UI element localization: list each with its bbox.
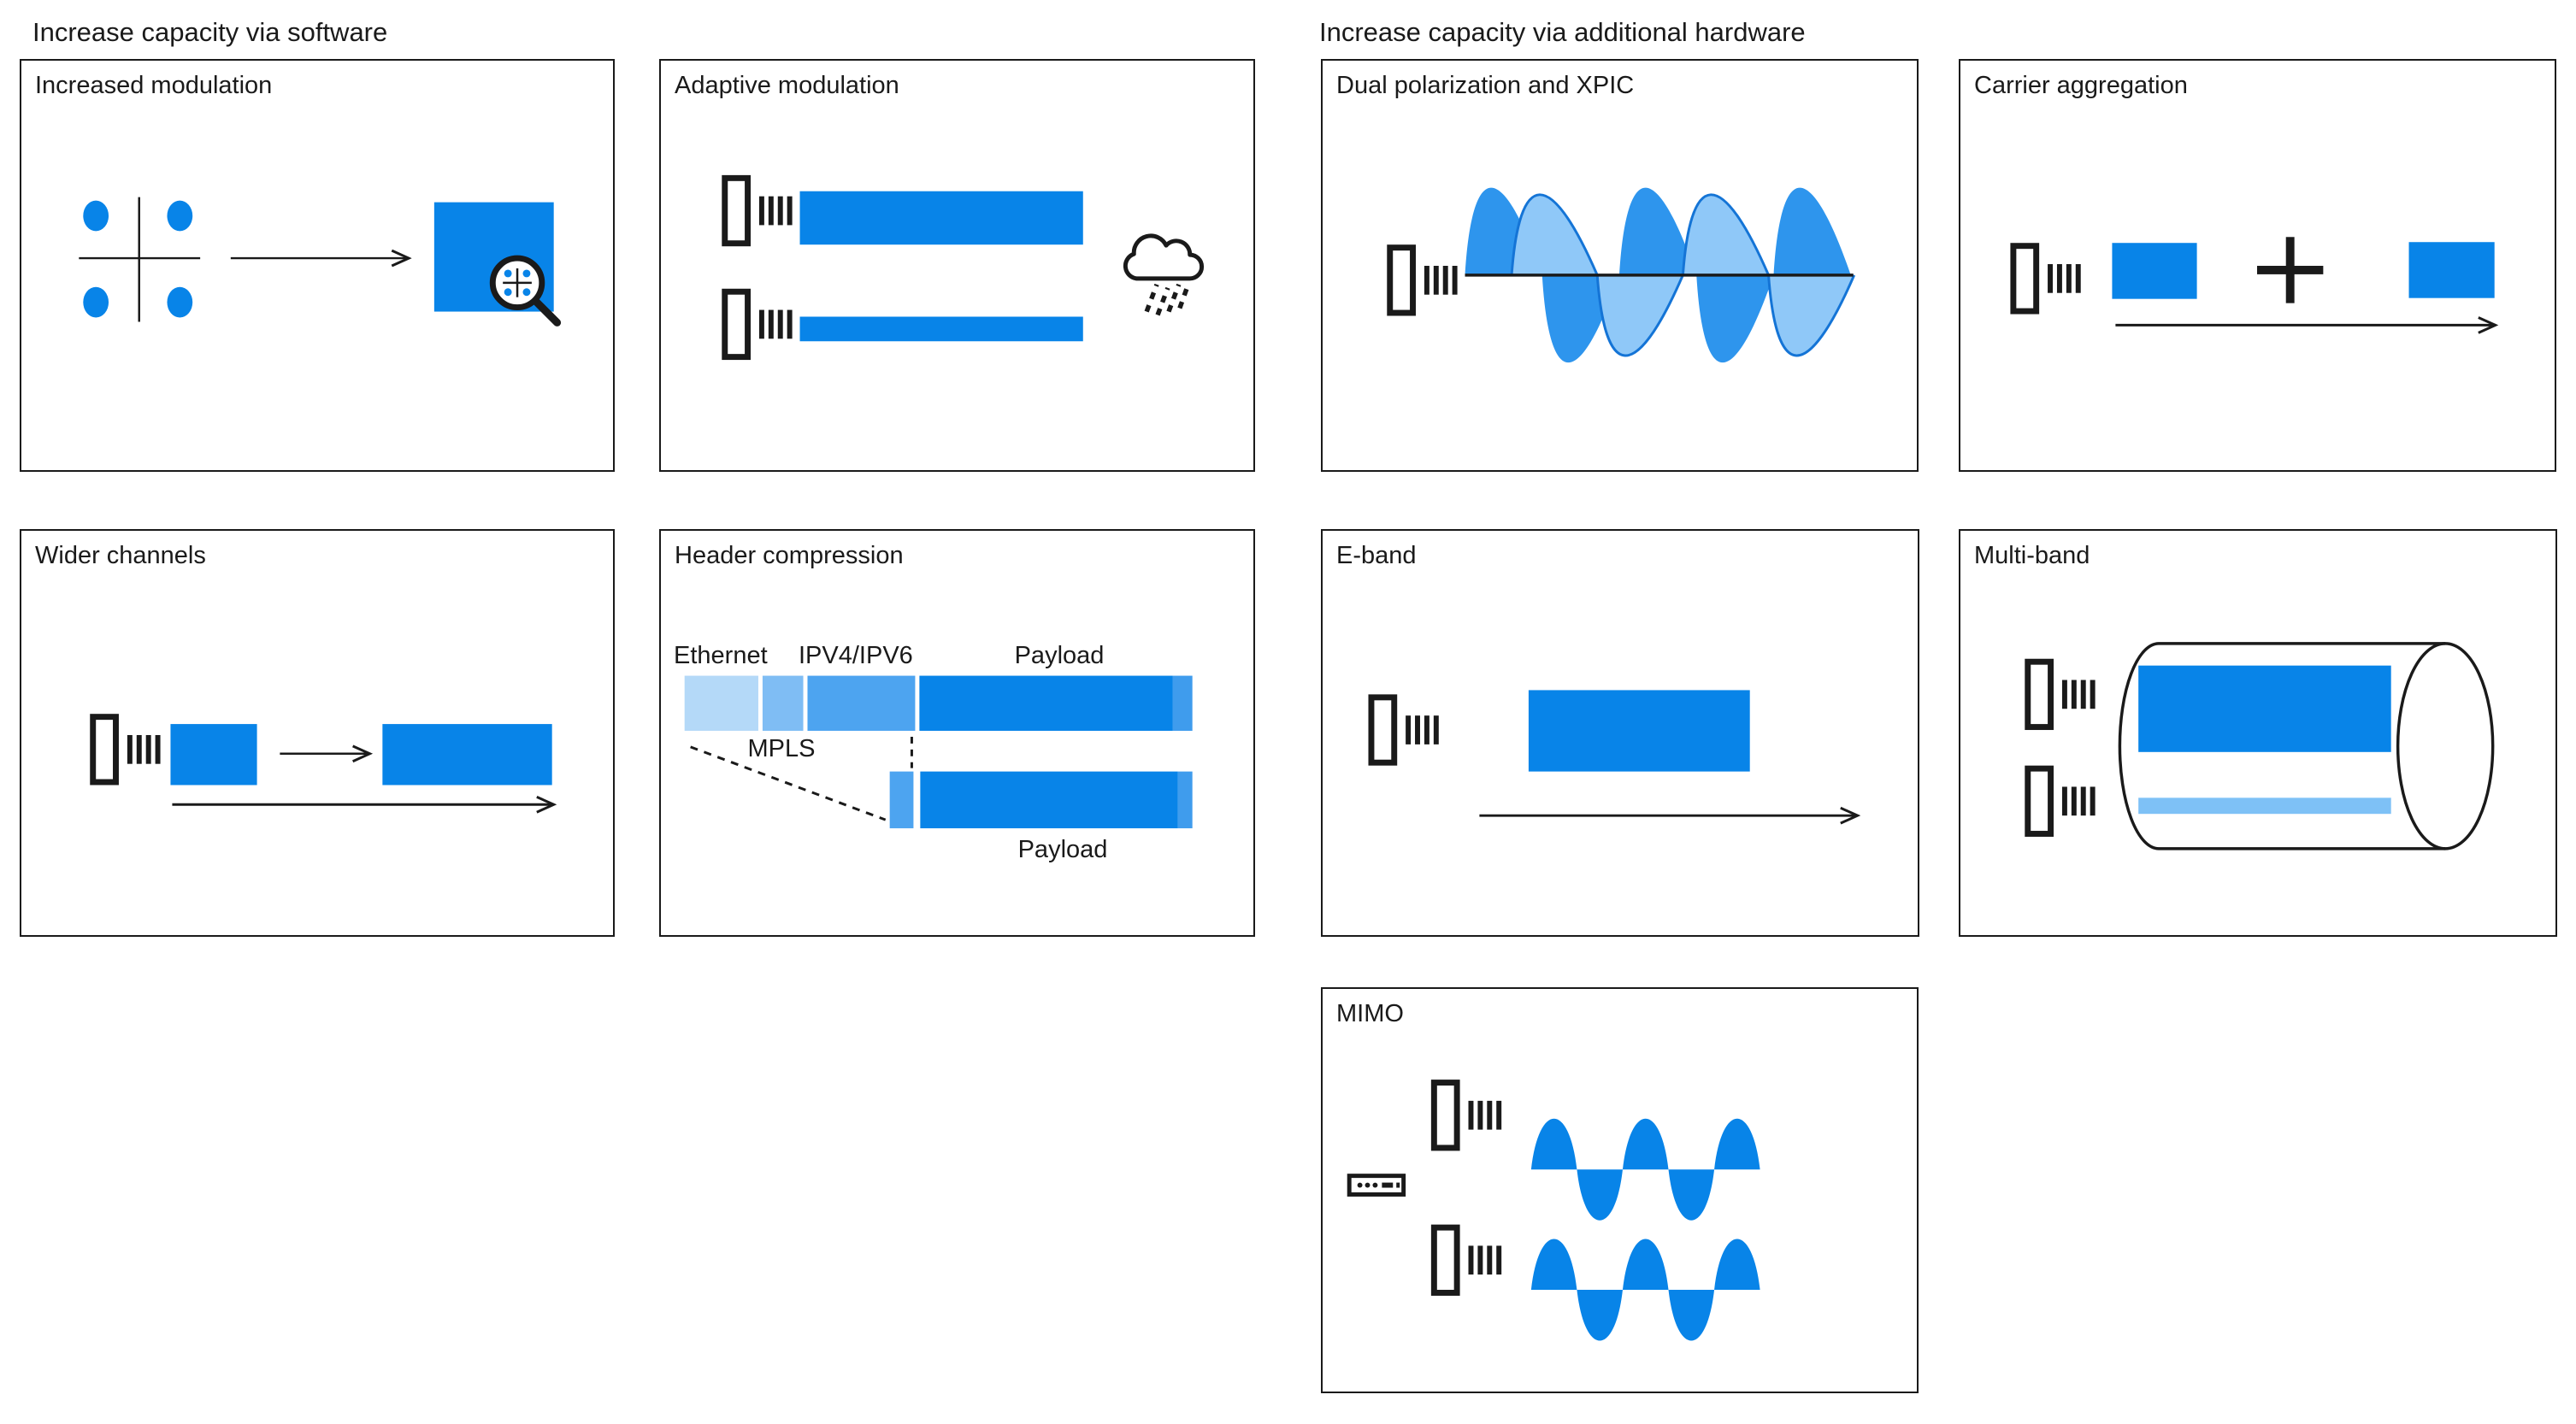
- antenna-icon: [2013, 246, 2081, 311]
- mimo-graphic: [1347, 989, 1760, 1341]
- rain-cloud-icon: [1123, 233, 1205, 316]
- antenna-icon: [1390, 248, 1458, 313]
- panel-title: Carrier aggregation: [1974, 72, 2188, 99]
- wide-spectrum-block: [1528, 690, 1750, 772]
- antenna-icon: [1434, 1083, 1501, 1148]
- header-compression-graphic: [684, 675, 1193, 829]
- panel-title: Adaptive modulation: [675, 72, 899, 99]
- reduced-capacity-bar: [799, 316, 1083, 342]
- frame-end-segment: [1172, 675, 1193, 732]
- ethernet-header-segment: [684, 675, 758, 732]
- narrow-channel-block: [170, 724, 257, 786]
- magnifier-icon: [489, 255, 562, 327]
- wide-channel-block: [382, 724, 552, 786]
- router-icon: [1347, 1174, 1406, 1197]
- antenna-icon: [725, 291, 793, 356]
- mimo-stream-wave-1: [1530, 1118, 1760, 1221]
- panel-carrier-aggregation: Carrier aggregation: [1959, 59, 2556, 472]
- mpls-label: MPLS: [747, 735, 816, 762]
- payload-segment: [919, 675, 1173, 732]
- narrow-band-block: [2138, 797, 2391, 815]
- carrier-aggregation-graphic: [1960, 237, 2499, 334]
- panel-e-band: E-band: [1321, 529, 1919, 937]
- group-title-software: Increase capacity via software: [32, 17, 388, 47]
- payload-bottom-label: Payload: [1017, 836, 1108, 863]
- panel-increased-modulation: Increased modulation: [20, 59, 615, 472]
- group-title-hardware: Increase capacity via additional hardwar…: [1319, 17, 1806, 47]
- frame-end-segment: [1177, 771, 1193, 829]
- wide-band-block: [2138, 665, 2391, 752]
- adaptive-modulation-graphic: [661, 61, 1205, 470]
- antenna-icon: [1371, 697, 1439, 762]
- panel-title: Header compression: [675, 542, 904, 569]
- carrier-block-2: [2408, 242, 2495, 298]
- panel-adaptive-modulation: Adaptive modulation: [659, 59, 1255, 472]
- mimo-stream-wave-2: [1530, 1239, 1760, 1341]
- payload-top-label: Payload: [1014, 642, 1105, 669]
- mpls-header-segment: [762, 675, 804, 732]
- ethernet-label: Ethernet: [674, 642, 768, 669]
- panel-header-compression: Header compression Ethernet IPV4/IPV6 Pa…: [659, 529, 1255, 937]
- increased-modulation-graphic: [79, 197, 562, 327]
- panel-title: MIMO: [1336, 1000, 1404, 1027]
- panel-title: E-band: [1336, 542, 1417, 569]
- uncompressed-frame-bar: [684, 675, 1193, 732]
- plus-icon: [2257, 237, 2324, 303]
- panel-dual-polarization-xpic: Dual polarization and XPIC: [1321, 59, 1919, 472]
- panel-multi-band: Multi-band: [1959, 529, 2557, 937]
- compression-diagonal-dashed-line: [690, 745, 887, 821]
- e-band-graphic: [1323, 690, 1861, 825]
- carrier-block-1: [2112, 243, 2197, 299]
- multi-band-graphic: [1960, 642, 2495, 850]
- panel-title: Multi-band: [1974, 542, 2090, 569]
- ip-label: IPV4/IPV6: [799, 642, 913, 669]
- dual-polarization-graphic: [1323, 187, 1856, 363]
- compressed-header-segment: [889, 771, 914, 829]
- panel-title: Dual polarization and XPIC: [1336, 72, 1635, 99]
- high-capacity-bar: [799, 191, 1083, 245]
- antenna-icon: [725, 178, 793, 243]
- ip-header-segment: [807, 675, 916, 732]
- panel-mimo: MIMO: [1321, 987, 1919, 1393]
- constellation-icon: [79, 197, 201, 322]
- panel-wider-channels: Wider channels: [20, 529, 615, 937]
- wider-channels-graphic: [21, 531, 557, 814]
- pipe-cylinder-icon: [2118, 642, 2495, 850]
- payload-segment: [920, 771, 1178, 829]
- antenna-icon: [93, 717, 161, 782]
- antenna-icon: [1434, 1227, 1501, 1292]
- panel-title: Increased modulation: [35, 72, 273, 99]
- antenna-icon: [2028, 662, 2096, 727]
- compressed-frame-bar: [889, 771, 1193, 829]
- antenna-icon: [2028, 768, 2096, 833]
- panel-title: Wider channels: [35, 542, 206, 569]
